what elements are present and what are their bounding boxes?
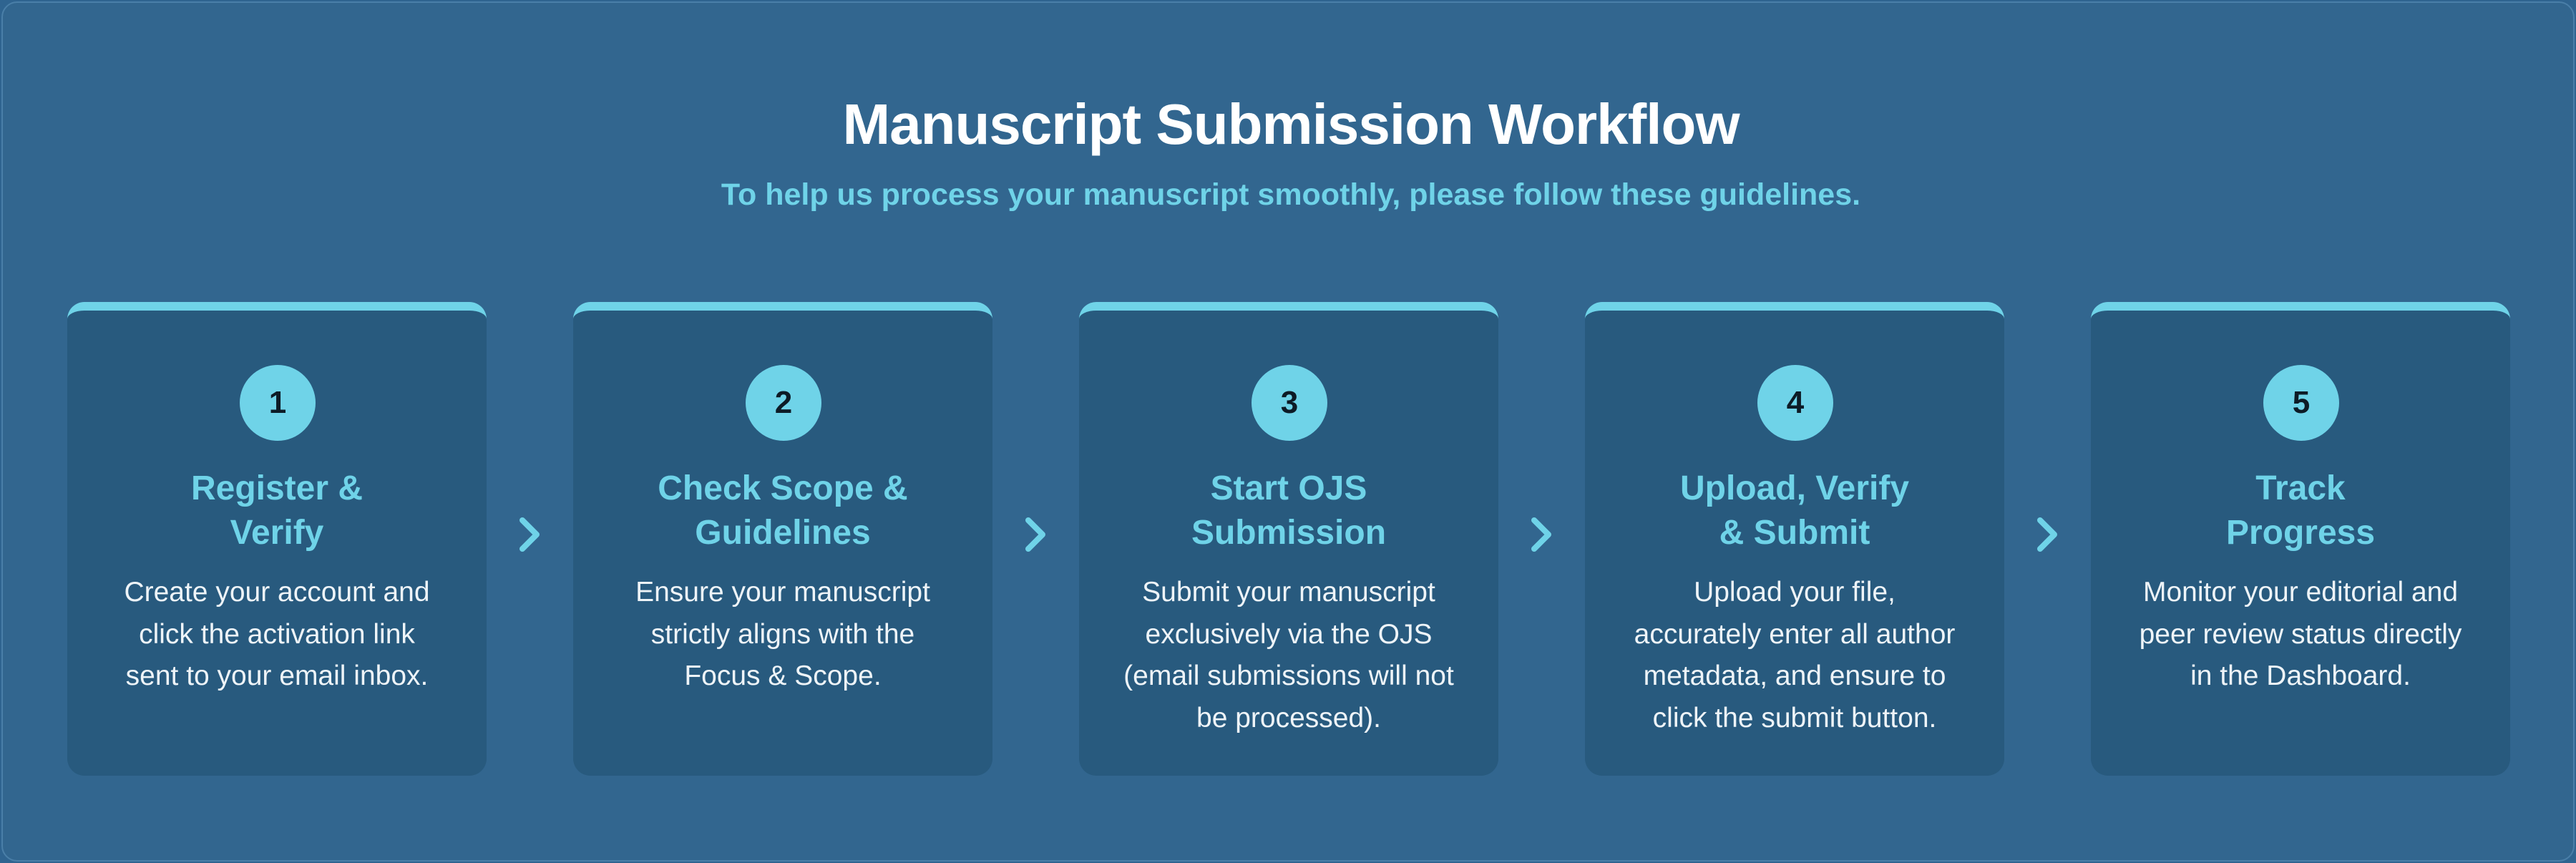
step-title: Track Progress <box>2225 469 2376 552</box>
step-number-badge: 1 <box>240 365 316 441</box>
step-number-badge: 2 <box>746 365 821 441</box>
chevron-right-icon <box>508 506 551 563</box>
step-description: Ensure your manuscript strictly aligns w… <box>635 577 930 691</box>
step-title: Check Scope & Guidelines <box>658 469 908 552</box>
step-description: Submit your manuscript exclusively via t… <box>1123 577 1454 733</box>
step-number-badge: 3 <box>1252 365 1327 441</box>
step-number-badge: 5 <box>2263 365 2339 441</box>
step-card-5: 5 Track Progress Monitor your editorial … <box>2091 302 2510 776</box>
chevron-right-icon <box>1520 506 1563 563</box>
step-number-badge: 4 <box>1757 365 1833 441</box>
step-description: Monitor your editorial and peer review s… <box>2139 577 2462 691</box>
step-card-4: 4 Upload, Verify & Submit Upload your fi… <box>1585 302 2004 776</box>
step-description: Create your account and click the activa… <box>124 577 430 691</box>
step-title: Upload, Verify & Submit <box>1679 469 1910 552</box>
step-card-2: 2 Check Scope & Guidelines Ensure your m… <box>573 302 992 776</box>
chevron-right-icon <box>2026 506 2069 563</box>
step-title: Register & Verify <box>190 469 364 552</box>
step-title: Start OJS Submission <box>1191 469 1387 552</box>
page-subtitle: To help us process your manuscript smoot… <box>721 177 1861 212</box>
chevron-right-icon <box>1014 506 1057 563</box>
step-description: Upload your file, accurately enter all a… <box>1634 577 1956 733</box>
step-card-1: 1 Register & Verify Create your account … <box>67 302 487 776</box>
step-card-3: 3 Start OJS Submission Submit your manus… <box>1079 302 1498 776</box>
page-title: Manuscript Submission Workflow <box>842 92 1740 156</box>
